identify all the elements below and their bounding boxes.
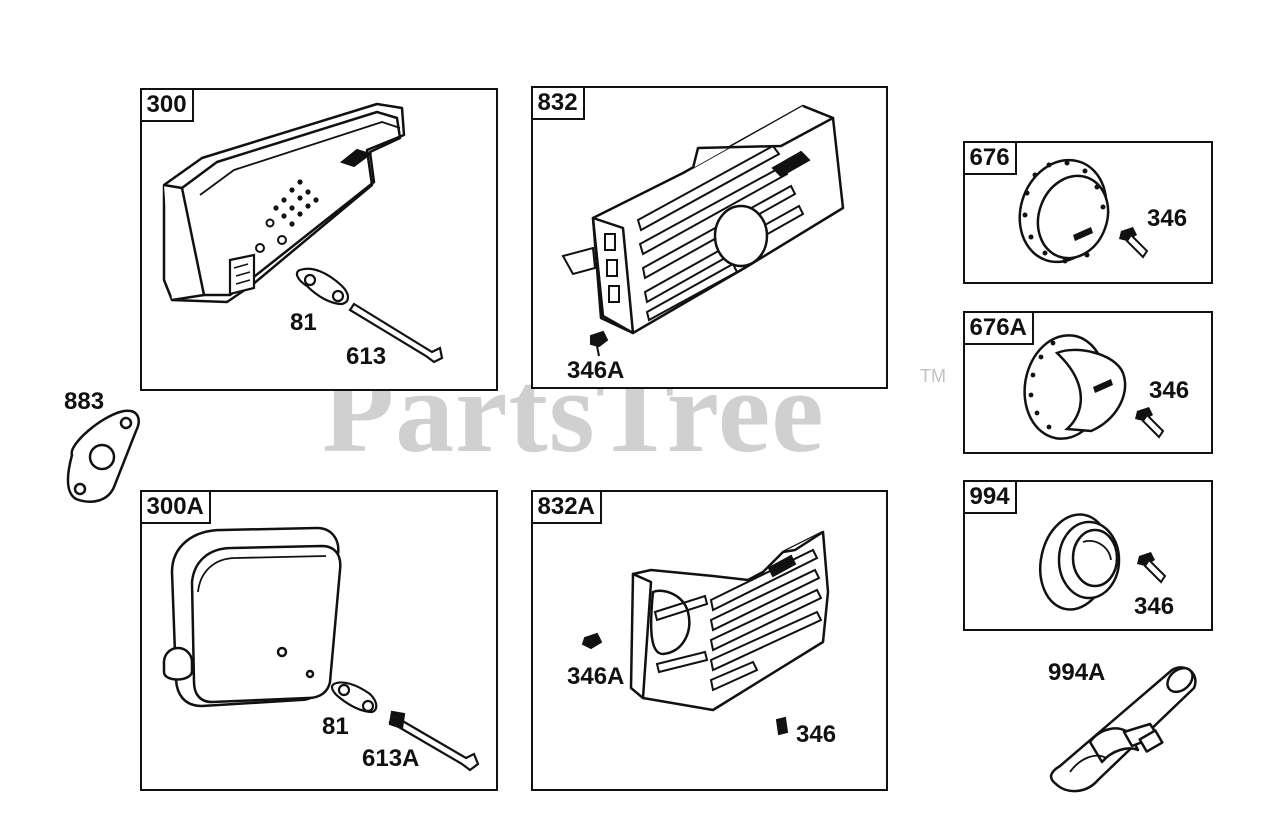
- callout-81-top: 81: [290, 309, 317, 336]
- callout-346a-bottom: 346A: [567, 663, 625, 690]
- panel-676a-deflector: 676A: [962, 310, 1213, 454]
- panel-label-676: 676: [962, 140, 1017, 175]
- panel-label-676a: 676A: [962, 310, 1034, 345]
- panel-300-muffler: 300: [139, 87, 498, 391]
- gasket-883-drawing: [66, 409, 140, 503]
- panel-832-muffler-guard: 832: [530, 85, 888, 389]
- trademark-mark: TM: [920, 366, 946, 386]
- callout-346-676: 346: [1147, 205, 1188, 232]
- panel-676-deflector: 676: [962, 140, 1213, 284]
- deflector-994-drawing: [1039, 513, 1167, 611]
- callout-346-832a: 346: [796, 721, 837, 748]
- callout-994a: 994A: [1048, 659, 1106, 686]
- panel-label-300a: 300A: [139, 489, 211, 524]
- callout-346-994: 346: [1134, 593, 1175, 620]
- panel-300a-muffler: 300A: [139, 489, 498, 791]
- muffler-300a-drawing: [162, 526, 480, 772]
- panel-label-832: 832: [530, 85, 585, 120]
- callout-346a-top: 346A: [567, 357, 625, 384]
- panel-label-994: 994: [962, 479, 1017, 514]
- muffler-guard-832a-drawing: [581, 530, 830, 736]
- panel-label-300: 300: [139, 87, 194, 122]
- callout-81-bottom: 81: [322, 713, 349, 740]
- panel-832a-muffler-guard: 832A: [530, 489, 888, 791]
- callout-346-676a: 346: [1149, 377, 1190, 404]
- callout-613a: 613A: [362, 745, 420, 772]
- muffler-guard-832-drawing: [561, 104, 845, 357]
- deflector-676a-drawing: [1023, 334, 1165, 440]
- deflector-676-drawing: [1018, 158, 1149, 264]
- panel-label-832a: 832A: [530, 489, 602, 524]
- callout-883: 883: [64, 388, 105, 415]
- panel-994-deflector: 994: [962, 479, 1213, 631]
- muffler-300-drawing: [162, 102, 444, 364]
- callout-613: 613: [346, 343, 387, 370]
- clamp-994a-drawing: [1049, 666, 1197, 793]
